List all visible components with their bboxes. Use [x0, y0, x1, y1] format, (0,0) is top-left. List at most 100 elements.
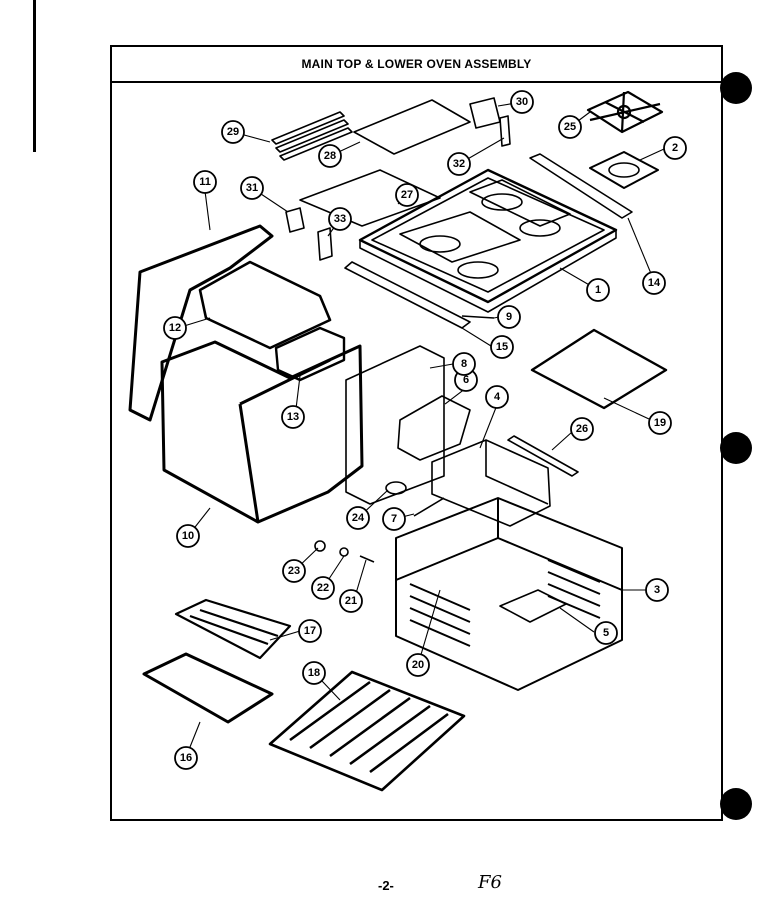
callout-33: 33 — [328, 207, 352, 231]
callout-11: 11 — [193, 170, 217, 194]
binder-hole-top — [720, 72, 752, 104]
svg-text:26: 26 — [576, 423, 588, 435]
svg-text:10: 10 — [182, 530, 194, 542]
callout-20: 20 — [406, 653, 430, 677]
svg-text:3: 3 — [654, 584, 660, 596]
part-washer-22 — [339, 547, 349, 557]
part-burner-bowl — [589, 151, 659, 189]
binder-hole-bottom — [720, 788, 752, 820]
part-burner-grate — [586, 90, 664, 134]
callout-29: 29 — [221, 120, 245, 144]
svg-text:32: 32 — [453, 158, 465, 170]
callout-group: 1 2 3 4 5 6 7 8 9 10 11 12 13 14 15 16 1… — [163, 90, 687, 770]
part-back-panel — [299, 169, 441, 227]
callout-30: 30 — [510, 90, 534, 114]
svg-text:7: 7 — [391, 513, 397, 525]
part-insulation-side — [128, 224, 274, 422]
callout-18: 18 — [302, 661, 326, 685]
callout-17: 17 — [298, 619, 322, 643]
callout-25: 25 — [558, 115, 582, 139]
callout-27: 27 — [395, 183, 419, 207]
svg-text:21: 21 — [345, 595, 357, 607]
svg-text:22: 22 — [317, 582, 329, 594]
callout-3: 3 — [645, 578, 669, 602]
svg-text:5: 5 — [603, 627, 609, 639]
part-duct — [397, 395, 471, 461]
diagram-frame: MAIN TOP & LOWER OVEN ASSEMBLY — [110, 45, 723, 821]
callout-1: 1 — [586, 278, 610, 302]
part-screw — [461, 315, 495, 319]
callout-19: 19 — [648, 411, 672, 435]
part-front-trim — [344, 261, 471, 329]
part-valve — [385, 481, 407, 495]
part-oven-liner — [395, 497, 623, 691]
svg-text:33: 33 — [334, 213, 346, 225]
callout-2: 2 — [663, 136, 687, 160]
svg-text:16: 16 — [180, 752, 192, 764]
part-vent-grille — [271, 111, 353, 161]
svg-text:2: 2 — [672, 142, 678, 154]
callout-5: 5 — [594, 621, 618, 645]
page-number: -2- — [378, 878, 394, 893]
svg-text:28: 28 — [324, 150, 336, 162]
part-oven-rack-tray — [530, 328, 668, 410]
svg-text:19: 19 — [654, 417, 666, 429]
svg-text:9: 9 — [506, 311, 512, 323]
callout-23: 23 — [282, 559, 306, 583]
callout-13: 13 — [281, 405, 305, 429]
handwritten-code: F6 — [478, 872, 502, 893]
part-rod — [507, 435, 579, 477]
part-back-guard — [353, 99, 471, 155]
svg-text:12: 12 — [169, 322, 181, 334]
binder-hole-middle — [720, 432, 752, 464]
part-broiler-grid — [174, 598, 292, 660]
callout-12: 12 — [163, 316, 187, 340]
callout-14: 14 — [642, 271, 666, 295]
svg-text:1: 1 — [595, 284, 601, 296]
callout-26: 26 — [570, 417, 594, 441]
svg-text:15: 15 — [496, 341, 508, 353]
svg-text:30: 30 — [516, 96, 528, 108]
part-bracket-32 — [499, 115, 511, 147]
callout-31: 31 — [240, 176, 264, 200]
svg-text:29: 29 — [227, 126, 239, 138]
part-insulation-oven — [160, 340, 364, 524]
callout-28: 28 — [318, 144, 342, 168]
diagram-title: MAIN TOP & LOWER OVEN ASSEMBLY — [112, 47, 721, 83]
part-igniter — [413, 497, 445, 517]
svg-text:6: 6 — [463, 374, 469, 386]
part-bracket-31 — [285, 207, 305, 233]
svg-text:8: 8 — [461, 358, 467, 370]
part-bracket-33 — [317, 227, 333, 261]
callout-4: 4 — [485, 385, 509, 409]
part-drip-pan — [142, 652, 274, 724]
part-insulation-block — [274, 326, 346, 382]
svg-text:27: 27 — [401, 189, 413, 201]
callout-16: 16 — [174, 746, 198, 770]
svg-text:31: 31 — [246, 182, 258, 194]
svg-text:24: 24 — [352, 512, 365, 524]
callout-21: 21 — [339, 589, 363, 613]
callout-22: 22 — [311, 576, 335, 600]
svg-text:14: 14 — [648, 277, 661, 289]
part-oven-rack — [268, 670, 466, 792]
left-margin-rule — [33, 0, 36, 152]
callout-8: 8 — [452, 352, 476, 376]
part-main-top — [358, 168, 618, 313]
callout-15: 15 — [490, 335, 514, 359]
svg-text:17: 17 — [304, 625, 316, 637]
part-rear-panel — [345, 345, 445, 505]
callout-24: 24 — [346, 506, 370, 530]
svg-text:25: 25 — [564, 121, 576, 133]
svg-text:4: 4 — [494, 391, 501, 403]
svg-text:18: 18 — [308, 667, 320, 679]
part-insulation-top — [198, 260, 332, 350]
svg-text:23: 23 — [288, 565, 300, 577]
part-bolt-21 — [359, 555, 375, 563]
part-broiler-pan — [499, 589, 567, 623]
callout-32: 32 — [447, 152, 471, 176]
part-nut-23 — [314, 540, 326, 552]
part-bracket-30 — [469, 97, 501, 129]
part-burner-box — [431, 439, 551, 527]
